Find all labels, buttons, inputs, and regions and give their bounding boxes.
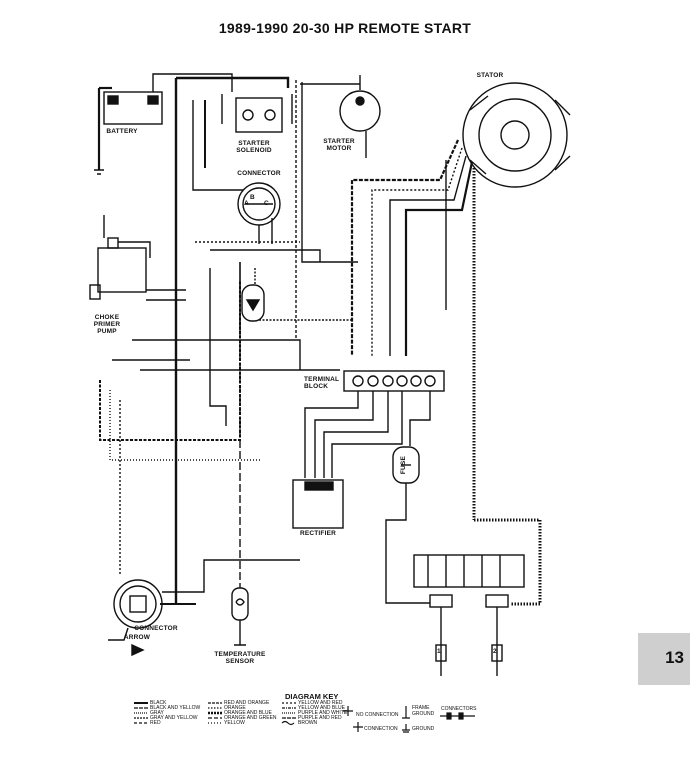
- temperature-sensor-label: TEMPERATURE SENSOR: [214, 651, 266, 665]
- key-red: RED: [150, 720, 161, 726]
- connector-pin-b: B: [250, 194, 255, 201]
- connector-pin-c: C: [264, 200, 269, 207]
- key-purple-white: PURPLE AND WHITE: [298, 710, 348, 716]
- key-orange: ORANGE: [224, 705, 246, 711]
- stator-label: STATOR: [476, 72, 504, 79]
- terminal-block-label: TERMINAL BLOCK: [304, 376, 340, 390]
- battery-label: BATTERY: [106, 128, 138, 135]
- key-frame-ground: FRAME GROUND: [412, 705, 435, 717]
- key-orange-blue: ORANGE AND BLUE: [224, 710, 272, 716]
- connector-pin-a: A: [244, 200, 249, 207]
- battery-component: [94, 86, 163, 175]
- key-purple-red: PURPLE AND RED: [298, 715, 342, 721]
- terminal-block: [304, 370, 445, 478]
- coil-number-2: 2: [493, 648, 497, 655]
- stator: [350, 82, 571, 520]
- starter-solenoid: [221, 94, 293, 133]
- key-yellow-red: YELLOW AND RED: [298, 700, 343, 706]
- ignition-pack: [413, 518, 542, 676]
- fuse: [385, 446, 430, 604]
- key-gray-yellow: GRAY AND YELLOW: [150, 715, 198, 721]
- diode: [241, 284, 265, 322]
- choke-primer-pump-label: CHOKE PRIMER PUMP: [93, 314, 121, 335]
- arrow-label: ARROW: [123, 634, 151, 641]
- diagram-key-title: DIAGRAM KEY: [285, 692, 339, 701]
- bottom-connector-label: CONNECTOR: [134, 625, 178, 632]
- page-title: 1989-1990 20-30 HP REMOTE START: [218, 20, 472, 36]
- key-black-yellow: BLACK AND YELLOW: [150, 705, 201, 711]
- key-yellow-blue: YELLOW AND BLUE: [298, 705, 345, 711]
- starter-motor: [300, 75, 381, 158]
- key-black: BLACK: [150, 700, 167, 706]
- rectifier: [292, 479, 344, 529]
- top-connector: [237, 182, 281, 244]
- starter-motor-label: STARTER MOTOR: [323, 138, 355, 152]
- fuse-label: FUSE: [400, 456, 407, 475]
- page-number: 13: [665, 648, 684, 667]
- top-connector-label: CONNECTOR: [237, 170, 281, 177]
- key-red-orange: RED AND ORANGE: [224, 700, 270, 706]
- key-gray: GRAY: [150, 710, 164, 716]
- key-ground: GROUND: [412, 726, 435, 732]
- key-orange-green: ORANGE AND GREEN: [224, 715, 277, 721]
- key-connection: CONNECTION: [364, 726, 398, 732]
- key-connectors: CONNECTORS: [441, 706, 477, 712]
- key-no-connection: NO CONNECTION: [356, 712, 399, 718]
- choke-primer-pump: [89, 215, 186, 301]
- page-number-tab: 13: [638, 633, 690, 685]
- key-yellow: YELLOW: [224, 720, 245, 726]
- starter-solenoid-label: STARTER SOLENOID: [236, 140, 272, 154]
- rectifier-label: RECTIFIER: [299, 530, 337, 537]
- temperature-sensor: [231, 330, 249, 646]
- key-brown: BROWN: [298, 720, 318, 726]
- coil-number-1: 1: [437, 648, 441, 655]
- bottom-connector: [108, 559, 300, 641]
